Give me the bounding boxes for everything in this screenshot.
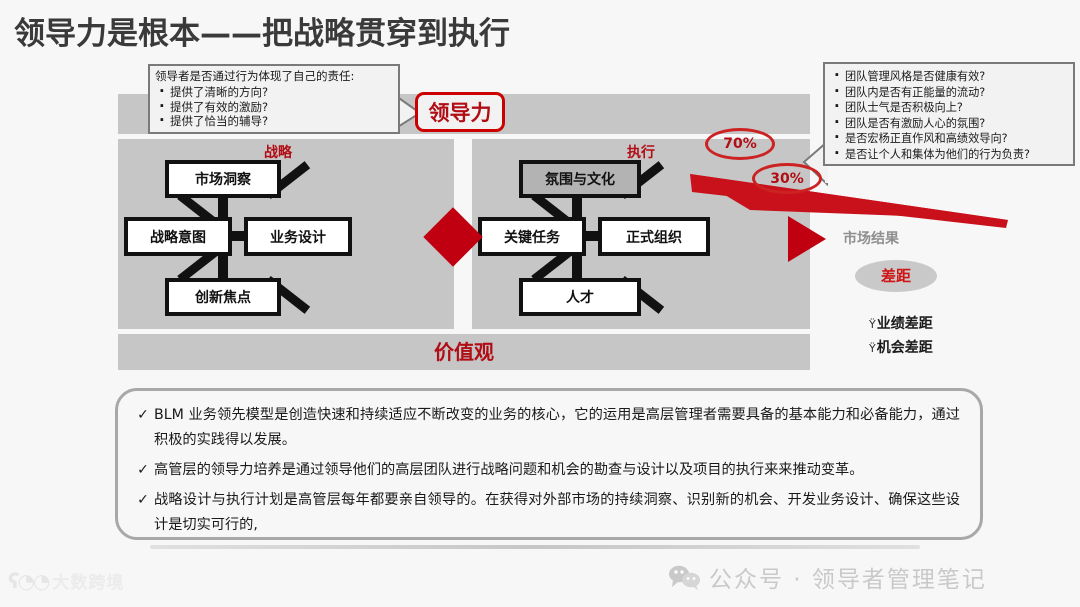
callout-right-item: 是否让个人和集体为他们的行为负责?: [834, 146, 1069, 163]
callout-right-item: 团队内是否有正能量的流动?: [834, 84, 1069, 101]
red-arrow-icon: [788, 216, 826, 262]
execution-panel-title: 执行: [627, 145, 655, 161]
node-key-tasks[interactable]: 关键任务: [478, 217, 586, 256]
percent-badge-70: 70%: [705, 128, 775, 160]
wechat-credit-text: 公众号 · 领导者管理笔记: [709, 567, 987, 593]
node-strategic-intent[interactable]: 战略意图: [124, 217, 232, 256]
node-innovation-focus[interactable]: 创新焦点: [165, 278, 281, 316]
logo-text: 大数跨境: [52, 573, 125, 593]
note-item: ✓ 战略设计与执行计划是高管层每年都要亲自领导的。在获得对外部市场的持续洞察、识…: [132, 488, 960, 538]
note-item: ✓ BLM 业务领先模型是创造快速和持续适应不断改变的业务的核心，它的运用是高层…: [132, 403, 960, 453]
callout-left-list: 提供了清晰的方向? 提供了有效的激励? 提供了恰当的辅导?: [154, 84, 394, 129]
callout-left-heading: 领导者是否通过行为体现了自己的责任:: [155, 69, 355, 83]
callout-team-questions: 团队管理风格是否健康有效? 团队内是否有正能量的流动? 团队士气是否积极向上? …: [823, 62, 1075, 166]
gap-badge-label: 差距: [880, 267, 911, 285]
node-business-design[interactable]: 业务设计: [244, 217, 352, 256]
strategy-panel-title: 战略: [264, 145, 292, 161]
note-text: 战略设计与执行计划是高管层每年都要亲自领导的。在获得对外部市场的持续洞察、识别新…: [154, 492, 960, 533]
footer-divider: [150, 545, 920, 549]
market-result-label: 市场结果: [843, 231, 899, 247]
node-label: 业务设计: [270, 229, 326, 246]
note-text: 高管层的领导力培养是通过领导他们的高层团队进行战略问题和机会的勘查与设计以及项目…: [154, 462, 864, 478]
percent-badge-30: 30%: [752, 163, 822, 194]
callout-right-item: 是否宏杨正直作风和高绩效导向?: [834, 130, 1069, 147]
logo-mark-icon: ʕ◔◔: [8, 568, 50, 593]
watermark-logo: ʕ◔◔ 大数跨境: [8, 568, 125, 594]
callout-right-item: 团队管理风格是否健康有效?: [834, 68, 1069, 85]
gap-label: 机会差距: [876, 340, 933, 356]
node-market-insight[interactable]: 市场洞察: [165, 160, 281, 198]
values-band: 价值观: [118, 334, 810, 370]
check-icon: ✓: [137, 462, 149, 478]
check-icon: ✓: [137, 492, 149, 508]
callout-right-list: 团队管理风格是否健康有效? 团队内是否有正能量的流动? 团队士气是否积极向上? …: [829, 68, 1069, 163]
wechat-icon: [669, 565, 700, 590]
callout-left-item: 提供了有效的激励?: [159, 99, 394, 115]
note-text: BLM 业务领先模型是创造快速和持续适应不断改变的业务的核心，它的运用是高层管理…: [154, 407, 960, 448]
note-item: ✓ 高管层的领导力培养是通过领导他们的高层团队进行战略问题和机会的勘查与设计以及…: [132, 458, 960, 483]
notes-panel: ✓ BLM 业务领先模型是创造快速和持续适应不断改变的业务的核心，它的运用是高层…: [115, 388, 983, 540]
gap-list-item: Ÿ业绩差距: [869, 313, 933, 333]
node-atmosphere-culture[interactable]: 氛围与文化: [519, 160, 641, 198]
node-label: 市场洞察: [195, 172, 251, 188]
callout-left-item: 提供了恰当的辅导?: [159, 113, 394, 129]
wechat-credit: 公众号 · 领导者管理笔记: [668, 560, 987, 594]
node-label: 氛围与文化: [545, 172, 615, 188]
page-title: 领导力是根本——把战略贯穿到执行: [14, 16, 510, 52]
node-label: 正式组织: [626, 229, 682, 246]
gap-label: 业绩差距: [876, 316, 933, 332]
gap-badge: 差距: [855, 260, 937, 292]
callout-right-item: 团队士气是否积极向上?: [834, 99, 1069, 116]
node-label: 创新焦点: [195, 290, 251, 306]
node-label: 人才: [566, 290, 594, 306]
execution-panel: 执行 氛围与文化 关键任务 正式组织 人才: [472, 139, 810, 329]
callout-leadership-questions: 领导者是否通过行为体现了自己的责任: 提供了清晰的方向? 提供了有效的激励? 提…: [148, 64, 400, 134]
callout-left-item: 提供了清晰的方向?: [159, 84, 394, 100]
callout-right-item: 团队是否有激励人心的氛围?: [834, 115, 1069, 132]
node-formal-organization[interactable]: 正式组织: [598, 217, 710, 256]
gap-list-item: Ÿ机会差距: [869, 337, 933, 357]
check-icon: ✓: [137, 407, 149, 423]
node-label: 战略意图: [150, 229, 206, 246]
red-swoosh-icon: [690, 174, 1008, 228]
strategy-panel: 战略 市场洞察 战略意图 业务设计 创新焦点: [118, 139, 454, 329]
leadership-badge[interactable]: 领导力: [415, 92, 505, 132]
node-talent[interactable]: 人才: [519, 278, 641, 316]
values-label: 价值观: [434, 340, 494, 364]
gap-marker: Ÿ: [869, 342, 876, 355]
node-label: 关键任务: [504, 229, 560, 246]
gap-marker: Ÿ: [869, 318, 876, 331]
